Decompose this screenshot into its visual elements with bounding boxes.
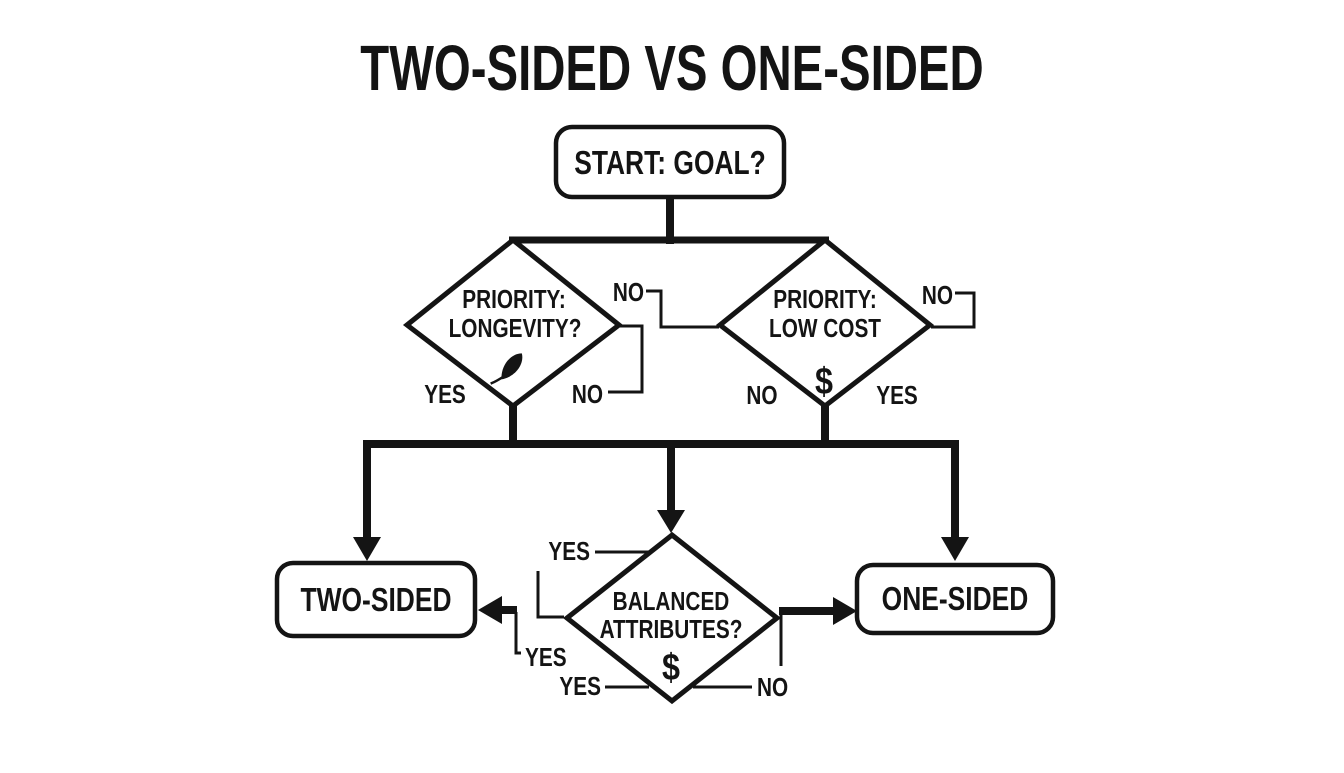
node-balanced-attributes [562,531,782,705]
label-lowcost-yes: YES [876,381,918,410]
label-balanced-bottom-yes: YES [559,672,601,701]
two-sided-label: TWO-SIDED [300,582,451,618]
node-priority-longevity [402,236,624,410]
label-two-sided-yes: YES [525,643,567,672]
dollar-icon: $ [815,361,833,403]
bracket-two-sided-yes [514,612,521,655]
node-start [553,124,787,200]
arrowhead-to-two-sided-icon [353,537,381,561]
lowcost-line2: LOW COST [769,314,882,343]
bracket-balanced-left [536,571,564,619]
label-between-no: NO [613,278,644,307]
label-balanced-bottom-no: NO [757,673,788,702]
one-sided-label: ONE-SIDED [882,581,1029,617]
arrowhead-to-balanced-icon [657,510,685,533]
node-one-sided [854,562,1056,636]
arrowhead-left-icon [478,596,502,624]
label-lowcost-right-no: NO [922,281,953,310]
label-longevity-no: NO [572,380,603,409]
node-priority-low-cost [715,236,935,410]
bracket-longevity-no [608,324,644,394]
node-two-sided [274,560,478,639]
node-start-label: START: GOAL? [574,145,766,181]
label-longevity-yes: YES [424,380,466,409]
page-title: TWO-SIDED VS ONE-SIDED [360,32,983,104]
balanced-line1: BALANCED [613,587,730,616]
label-lowcost-no: NO [746,381,777,410]
arrowhead-to-one-sided-icon [941,537,969,561]
arrowhead-right-icon [833,597,857,625]
longevity-line2: LONGEVITY? [449,314,582,343]
leaf-icon [490,353,523,385]
edge-bottom-split-bar [363,440,959,545]
label-balanced-top-yes: YES [548,537,590,566]
balanced-line2: ATTRIBUTES? [600,615,743,644]
lowcost-line1: PRIORITY: [773,285,877,314]
bracket-lowcost-right-no [931,291,976,329]
longevity-line1: PRIORITY: [462,285,566,314]
dollar-icon: $ [662,647,680,689]
bracket-between-no [646,289,719,329]
